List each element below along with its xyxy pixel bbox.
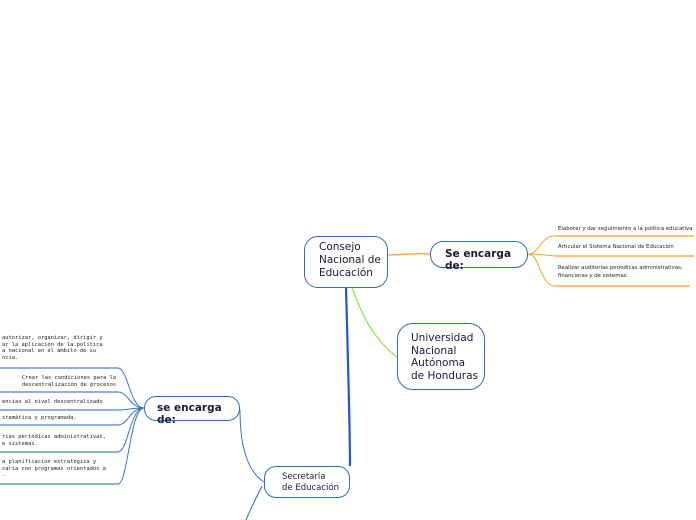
leaf-left-6-line2: caria con programas orientados a: [2, 465, 106, 472]
leaf-left-4[interactable]: stemática y programada.: [2, 415, 77, 422]
leaf-left-5[interactable]: rias periódicas administrativas,e sistem…: [2, 434, 106, 447]
leaf-left-1-line4: ncia.: [2, 354, 19, 361]
topic-se-encarga-right-label: Se encarga de:: [445, 248, 512, 272]
topic-se-encarga-left[interactable]: se encarga de:: [144, 396, 240, 426]
leaf-right-3[interactable]: Realizar auditorías periódicas administr…: [558, 265, 683, 280]
topic-unah[interactable]: Universidad Nacional Autónoma de Hondura…: [397, 323, 485, 390]
topic-unah-line2: Nacional: [411, 344, 457, 357]
leaf-left-6-line3: .: [2, 472, 6, 479]
leaf-left-2-line1: Crear las condiciones para la: [22, 375, 117, 381]
leaf-left-5-line2: e sistemas.: [2, 440, 38, 447]
topic-secretaria-educacion[interactable]: Secretaría de Educación: [264, 466, 350, 498]
topic-consejo-line2: Nacional de: [319, 254, 381, 266]
leaf-right-3-line2: financieras y de sistemas.: [558, 272, 629, 279]
leaf-right-2-line1: Articular el Sistema Nacional de Educaci…: [558, 244, 674, 250]
topic-unah-line1: Universidad: [411, 332, 474, 344]
topic-unah-line3: Autónoma: [411, 357, 466, 369]
leaf-left-3-line1: encias al nivel descentralizado: [2, 399, 103, 405]
topic-secretaria-line2: de Educación: [282, 482, 339, 493]
leaf-left-6-line1: a planificación estratégica y: [2, 459, 97, 465]
topic-consejo-line3: Educación: [319, 267, 373, 279]
topic-se-encarga-right[interactable]: Se encarga de:: [430, 241, 528, 272]
leaf-left-3[interactable]: encias al nivel descentralizado: [2, 399, 103, 406]
topic-consejo-line1: Consejo: [319, 241, 361, 253]
leaf-left-2-line2: descentralización de procesos: [22, 381, 117, 388]
leaf-left-5-line1: rias periódicas administrativas,: [2, 434, 106, 440]
topic-consejo-nacional[interactable]: Consejo Nacional de Educación: [304, 236, 388, 288]
topic-unah-line4: de Honduras: [411, 369, 478, 382]
leaf-left-1-line1: autorizar, organizar, dirigir y: [2, 335, 103, 341]
leaf-right-2[interactable]: Articular el Sistema Nacional de Educaci…: [558, 244, 674, 252]
leaf-right-1[interactable]: Elaborar y dar seguimiento a la política…: [558, 226, 692, 234]
leaf-right-3-line1: Realizar auditorías periódicas administr…: [558, 265, 683, 271]
leaf-left-1-line3: a nacional en el ámbito de su: [2, 348, 97, 355]
leaf-left-1-line2: ar la aplicación de la política: [2, 341, 103, 348]
leaf-right-1-line1: Elaborar y dar seguimiento a la política…: [558, 226, 693, 232]
topic-se-encarga-left-label: se encarga de:: [157, 402, 222, 426]
leaf-left-4-line1: stemática y programada.: [2, 415, 77, 421]
topic-secretaria-line1: Secretaría: [282, 472, 326, 482]
